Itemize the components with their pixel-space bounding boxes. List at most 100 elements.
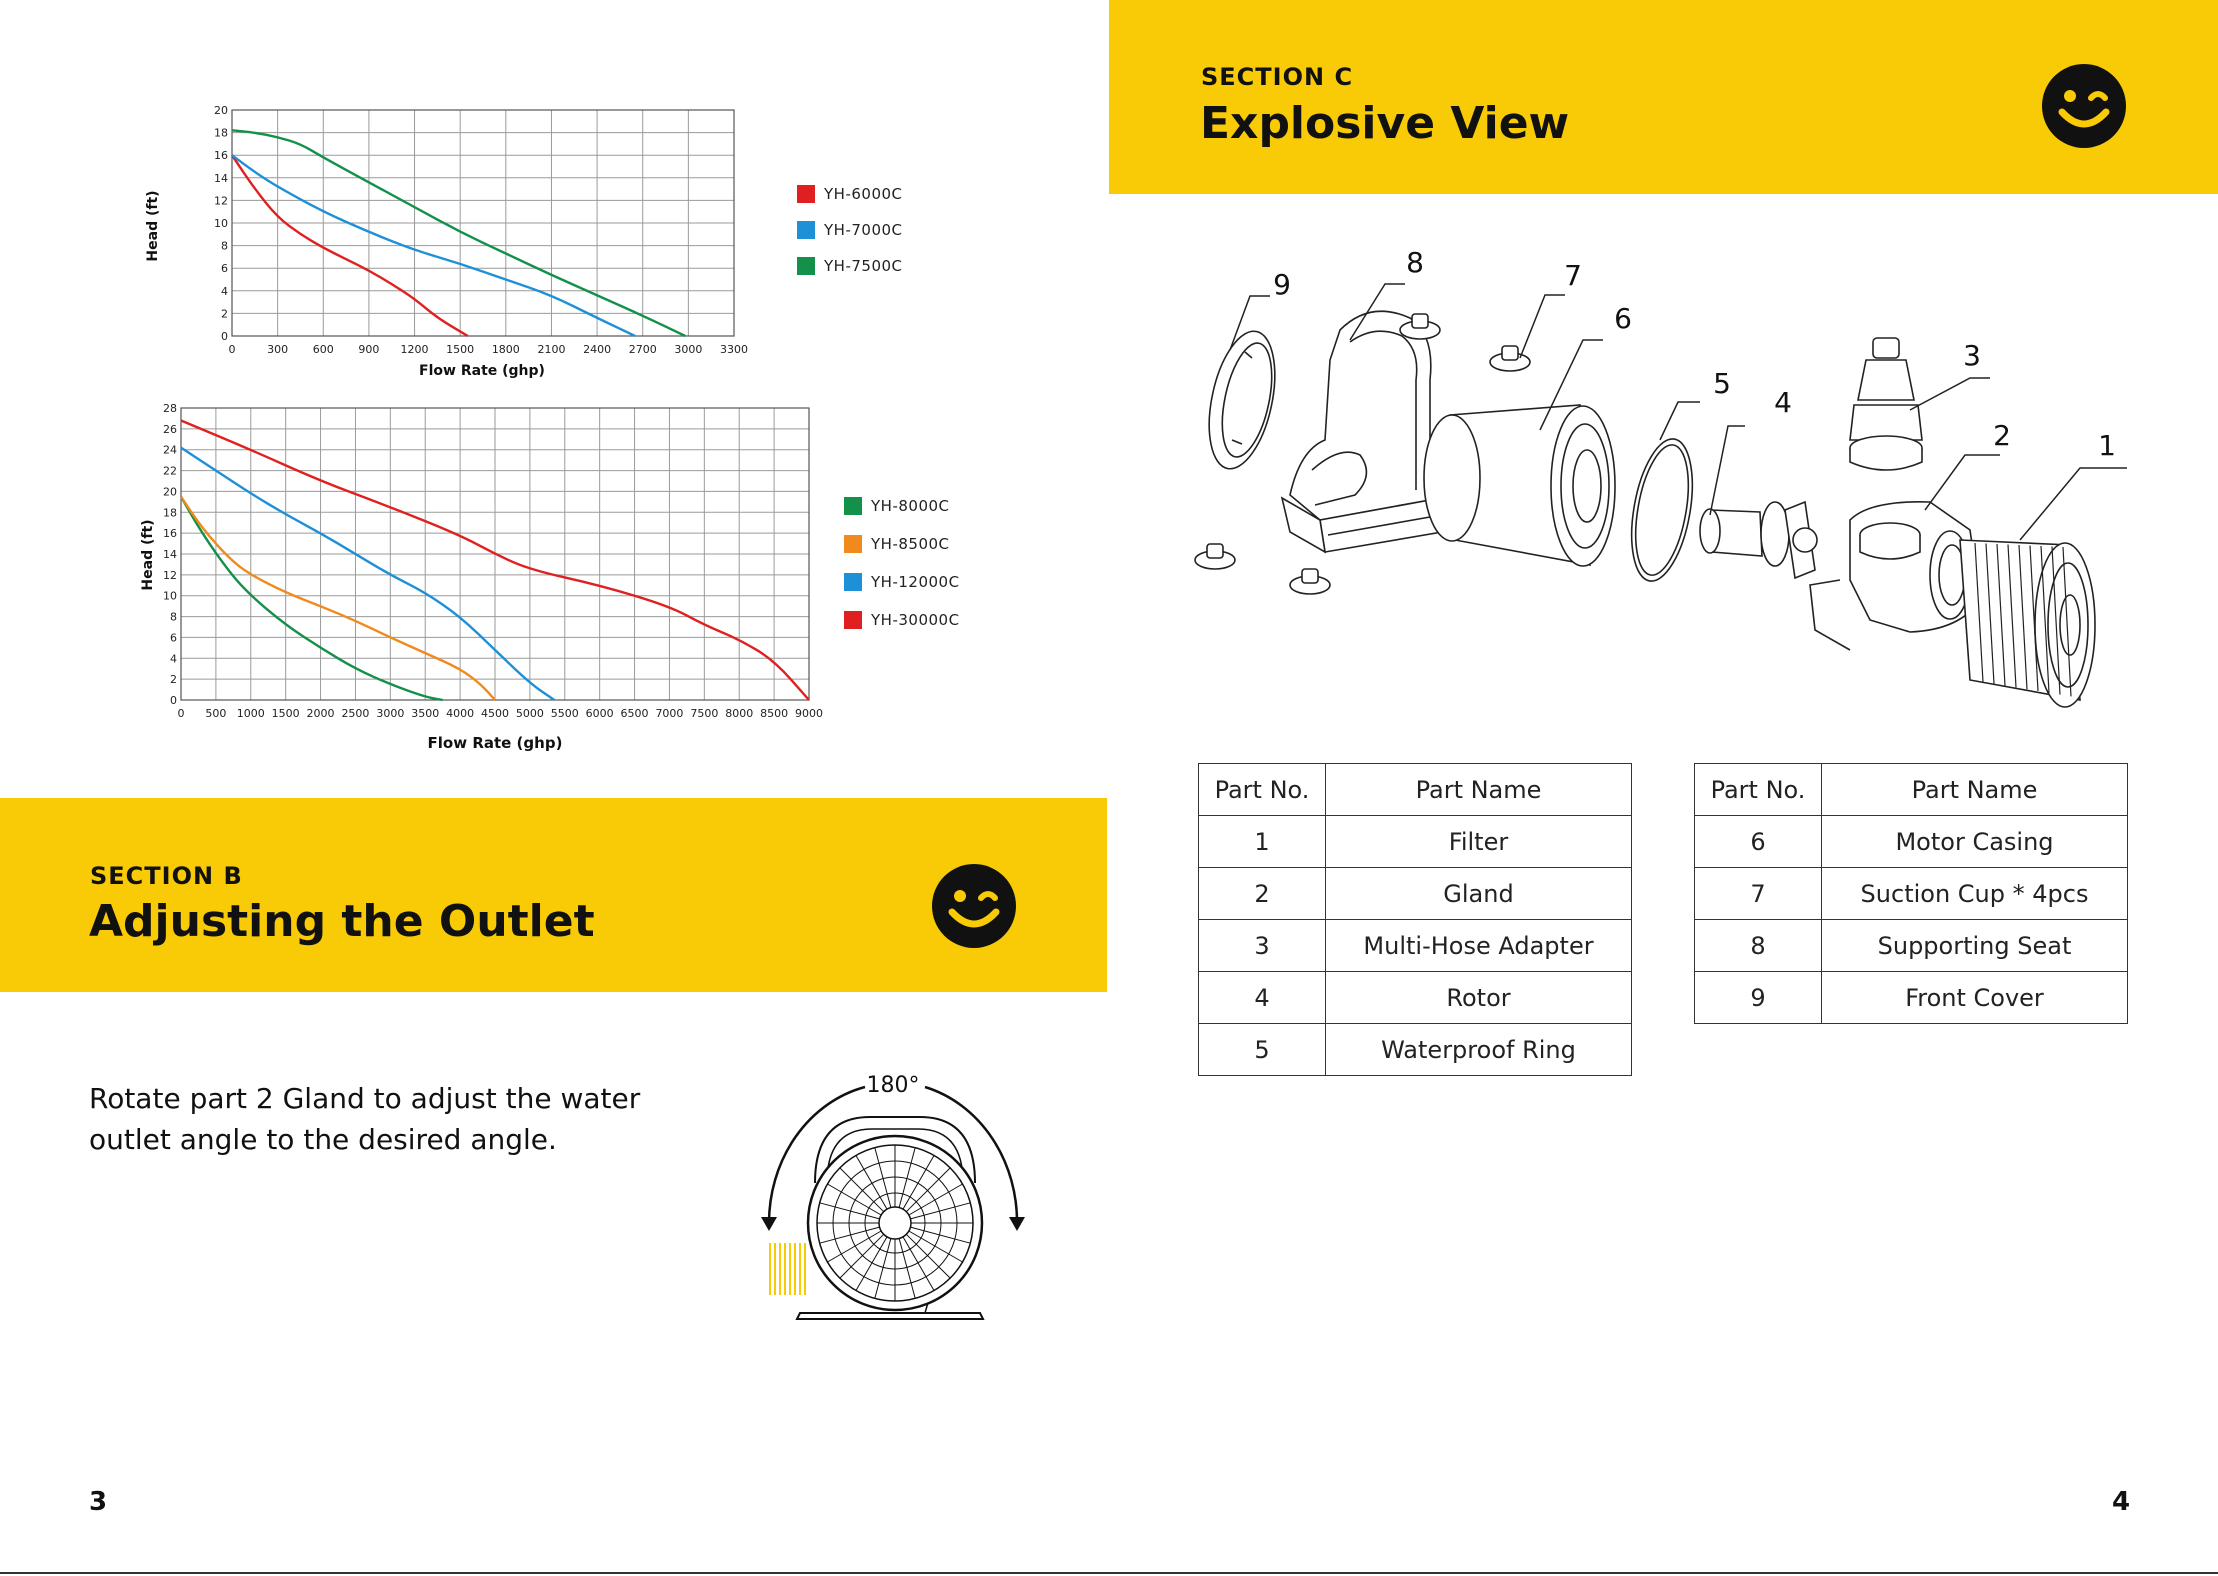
y-tick-label: 20 [163, 485, 177, 498]
callout-8: 8 [1406, 246, 1424, 279]
chart-2-legend: YH-8000C YH-8500C YH-12000C YH-30000C [844, 487, 960, 639]
legend-swatch [844, 497, 862, 515]
x-tick-label: 8000 [725, 707, 753, 720]
wheel-spoke [905, 1167, 951, 1213]
part-name-header: Part Name [1821, 763, 2128, 816]
chart-1-legend: YH-6000C YH-7000C YH-7500C [797, 176, 903, 284]
chart-1-y-label: Head (ft) [145, 190, 161, 261]
part-name: Supporting Seat [1821, 919, 2128, 972]
x-tick-label: 2000 [307, 707, 335, 720]
series-line-yh-7000c [231, 154, 636, 338]
wheel-spoke [819, 1202, 880, 1220]
part-no: 2 [1198, 867, 1326, 920]
x-tick-label: 4500 [481, 707, 509, 720]
y-tick-label: 10 [214, 217, 228, 230]
y-tick-label: 0 [170, 694, 177, 707]
gland-part [1809, 501, 1981, 651]
x-tick-label: 6000 [586, 707, 614, 720]
legend-label: YH-30000C [871, 611, 960, 629]
x-tick-label: 2100 [537, 343, 565, 356]
x-tick-label: 0 [178, 707, 185, 720]
callout-numbers: 9 8 7 6 5 4 3 2 1 [1273, 246, 2116, 462]
filter-wheel-spokes [817, 1145, 973, 1301]
part-no: 6 [1694, 815, 1822, 868]
y-tick-label: 22 [163, 465, 177, 478]
winking-smiley-icon [932, 864, 1016, 948]
series-line-yh-6000c [231, 154, 469, 338]
x-tick-label: 2500 [341, 707, 369, 720]
x-tick-label: 7500 [690, 707, 718, 720]
callout-4: 4 [1774, 386, 1792, 419]
legend-item: YH-12000C [844, 563, 960, 601]
wheel-spoke [855, 1155, 888, 1210]
y-tick-label: 6 [170, 631, 177, 644]
part-no: 1 [1198, 815, 1326, 868]
x-tick-label: 2400 [583, 343, 611, 356]
callout-5: 5 [1713, 367, 1731, 400]
section-c-banner [1109, 0, 2218, 194]
legend-label: YH-12000C [871, 573, 960, 591]
filter-slats [1974, 542, 2072, 697]
chart-2-series [179, 419, 810, 702]
page-number-right: 4 [2112, 1487, 2131, 1517]
x-tick-label: 4000 [446, 707, 474, 720]
plot-frame [231, 109, 735, 337]
callout-9: 9 [1273, 268, 1291, 301]
callout-2: 2 [1993, 419, 2011, 452]
y-tick-label: 8 [221, 240, 228, 253]
legend-swatch [844, 611, 862, 629]
x-tick-label: 5000 [516, 707, 544, 720]
section-c-title: Explosive View [1200, 98, 1570, 149]
front-cover-part [1208, 330, 1276, 470]
wheel-spoke [839, 1233, 885, 1279]
part-name: Multi-Hose Adapter [1325, 919, 1632, 972]
callout-3: 3 [1963, 339, 1981, 372]
page-number-left: 3 [89, 1487, 108, 1517]
section-b-label: SECTION B [90, 862, 243, 890]
x-tick-label: 1200 [401, 343, 429, 356]
wheel-spoke [819, 1226, 880, 1244]
series-line-yh-8500c [180, 495, 496, 701]
series-line-yh-8000c [179, 496, 443, 702]
x-tick-label: 1500 [272, 707, 300, 720]
callout-1: 1 [2098, 429, 2116, 462]
legend-item: YH-6000C [797, 176, 903, 212]
legend-swatch [797, 185, 815, 203]
y-tick-label: 4 [221, 285, 228, 298]
legend-label: YH-7500C [824, 257, 903, 275]
y-tick-label: 16 [163, 527, 177, 540]
filter-slat [1974, 542, 1984, 683]
chart-2-x-label: Flow Rate (ghp) [428, 734, 563, 752]
wheel-spoke [855, 1236, 888, 1291]
suction-cups-part [1194, 313, 1531, 595]
legend-label: YH-8500C [871, 535, 950, 553]
filter-part [1959, 539, 2096, 708]
instruction-line-1: Rotate part 2 Gland to adjust the water [89, 1082, 641, 1115]
series-line-yh-7500c [231, 129, 686, 338]
legend-label: YH-8000C [871, 497, 950, 515]
parts-table-right-header: Part No. Part Name [1694, 763, 2128, 816]
exploded-view-diagram: 9 8 7 6 5 4 3 2 1 [1194, 246, 2127, 708]
wheel-spoke [910, 1226, 971, 1244]
legend-item: YH-7500C [797, 248, 903, 284]
wheel-spoke [908, 1230, 963, 1263]
x-tick-label: 5500 [551, 707, 579, 720]
legend-label: YH-7000C [824, 221, 903, 239]
y-tick-label: 6 [221, 262, 228, 275]
x-tick-label: 0 [229, 343, 236, 356]
legend-label: YH-6000C [824, 185, 903, 203]
wheel-spoke [898, 1147, 916, 1208]
part-name: Filter [1325, 815, 1632, 868]
part-no-header: Part No. [1198, 763, 1326, 816]
wheel-spoke [908, 1183, 963, 1216]
legend-item: YH-8500C [844, 525, 960, 563]
rotor-part [1699, 500, 1818, 580]
x-tick-label: 3000 [376, 707, 404, 720]
y-tick-label: 2 [221, 307, 228, 320]
